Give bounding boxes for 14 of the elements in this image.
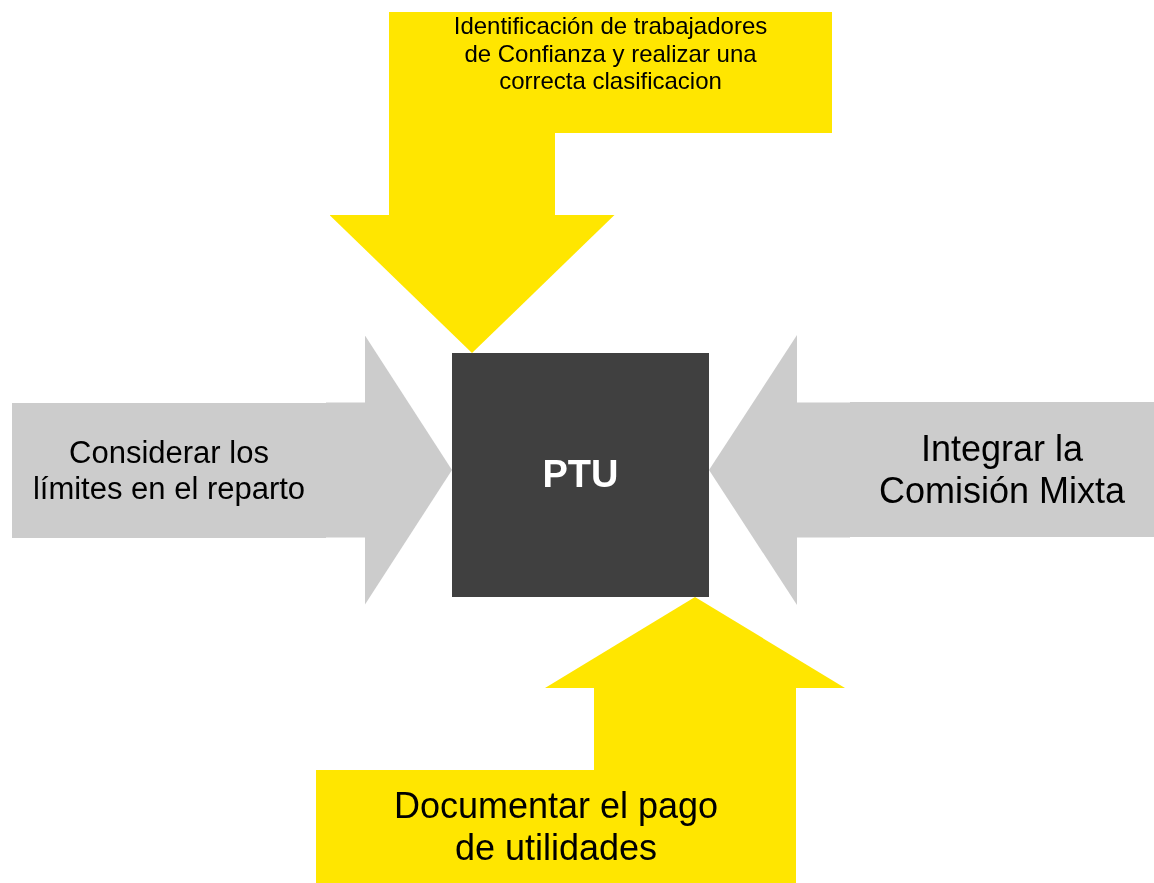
- text-box: [12, 403, 326, 538]
- block-arrow: [709, 335, 850, 605]
- node-label: Considerar los límites en el reparto: [31, 434, 307, 507]
- node-label: Documentar el pago de utilidades: [392, 785, 720, 868]
- block-arrow: [329, 133, 615, 353]
- node-label: Identificación de trabajadores de Confianza y realizar una correcta clasificacion: [452, 12, 769, 95]
- block-arrow: [545, 597, 845, 770]
- text-box: [316, 770, 796, 883]
- node-label: PTU: [542, 453, 619, 497]
- node-label: Integrar la Comisión Mixta: [877, 428, 1127, 511]
- block-arrow: [326, 335, 452, 605]
- text-box: [850, 402, 1154, 537]
- center-box: [452, 353, 709, 597]
- text-box: [389, 12, 832, 133]
